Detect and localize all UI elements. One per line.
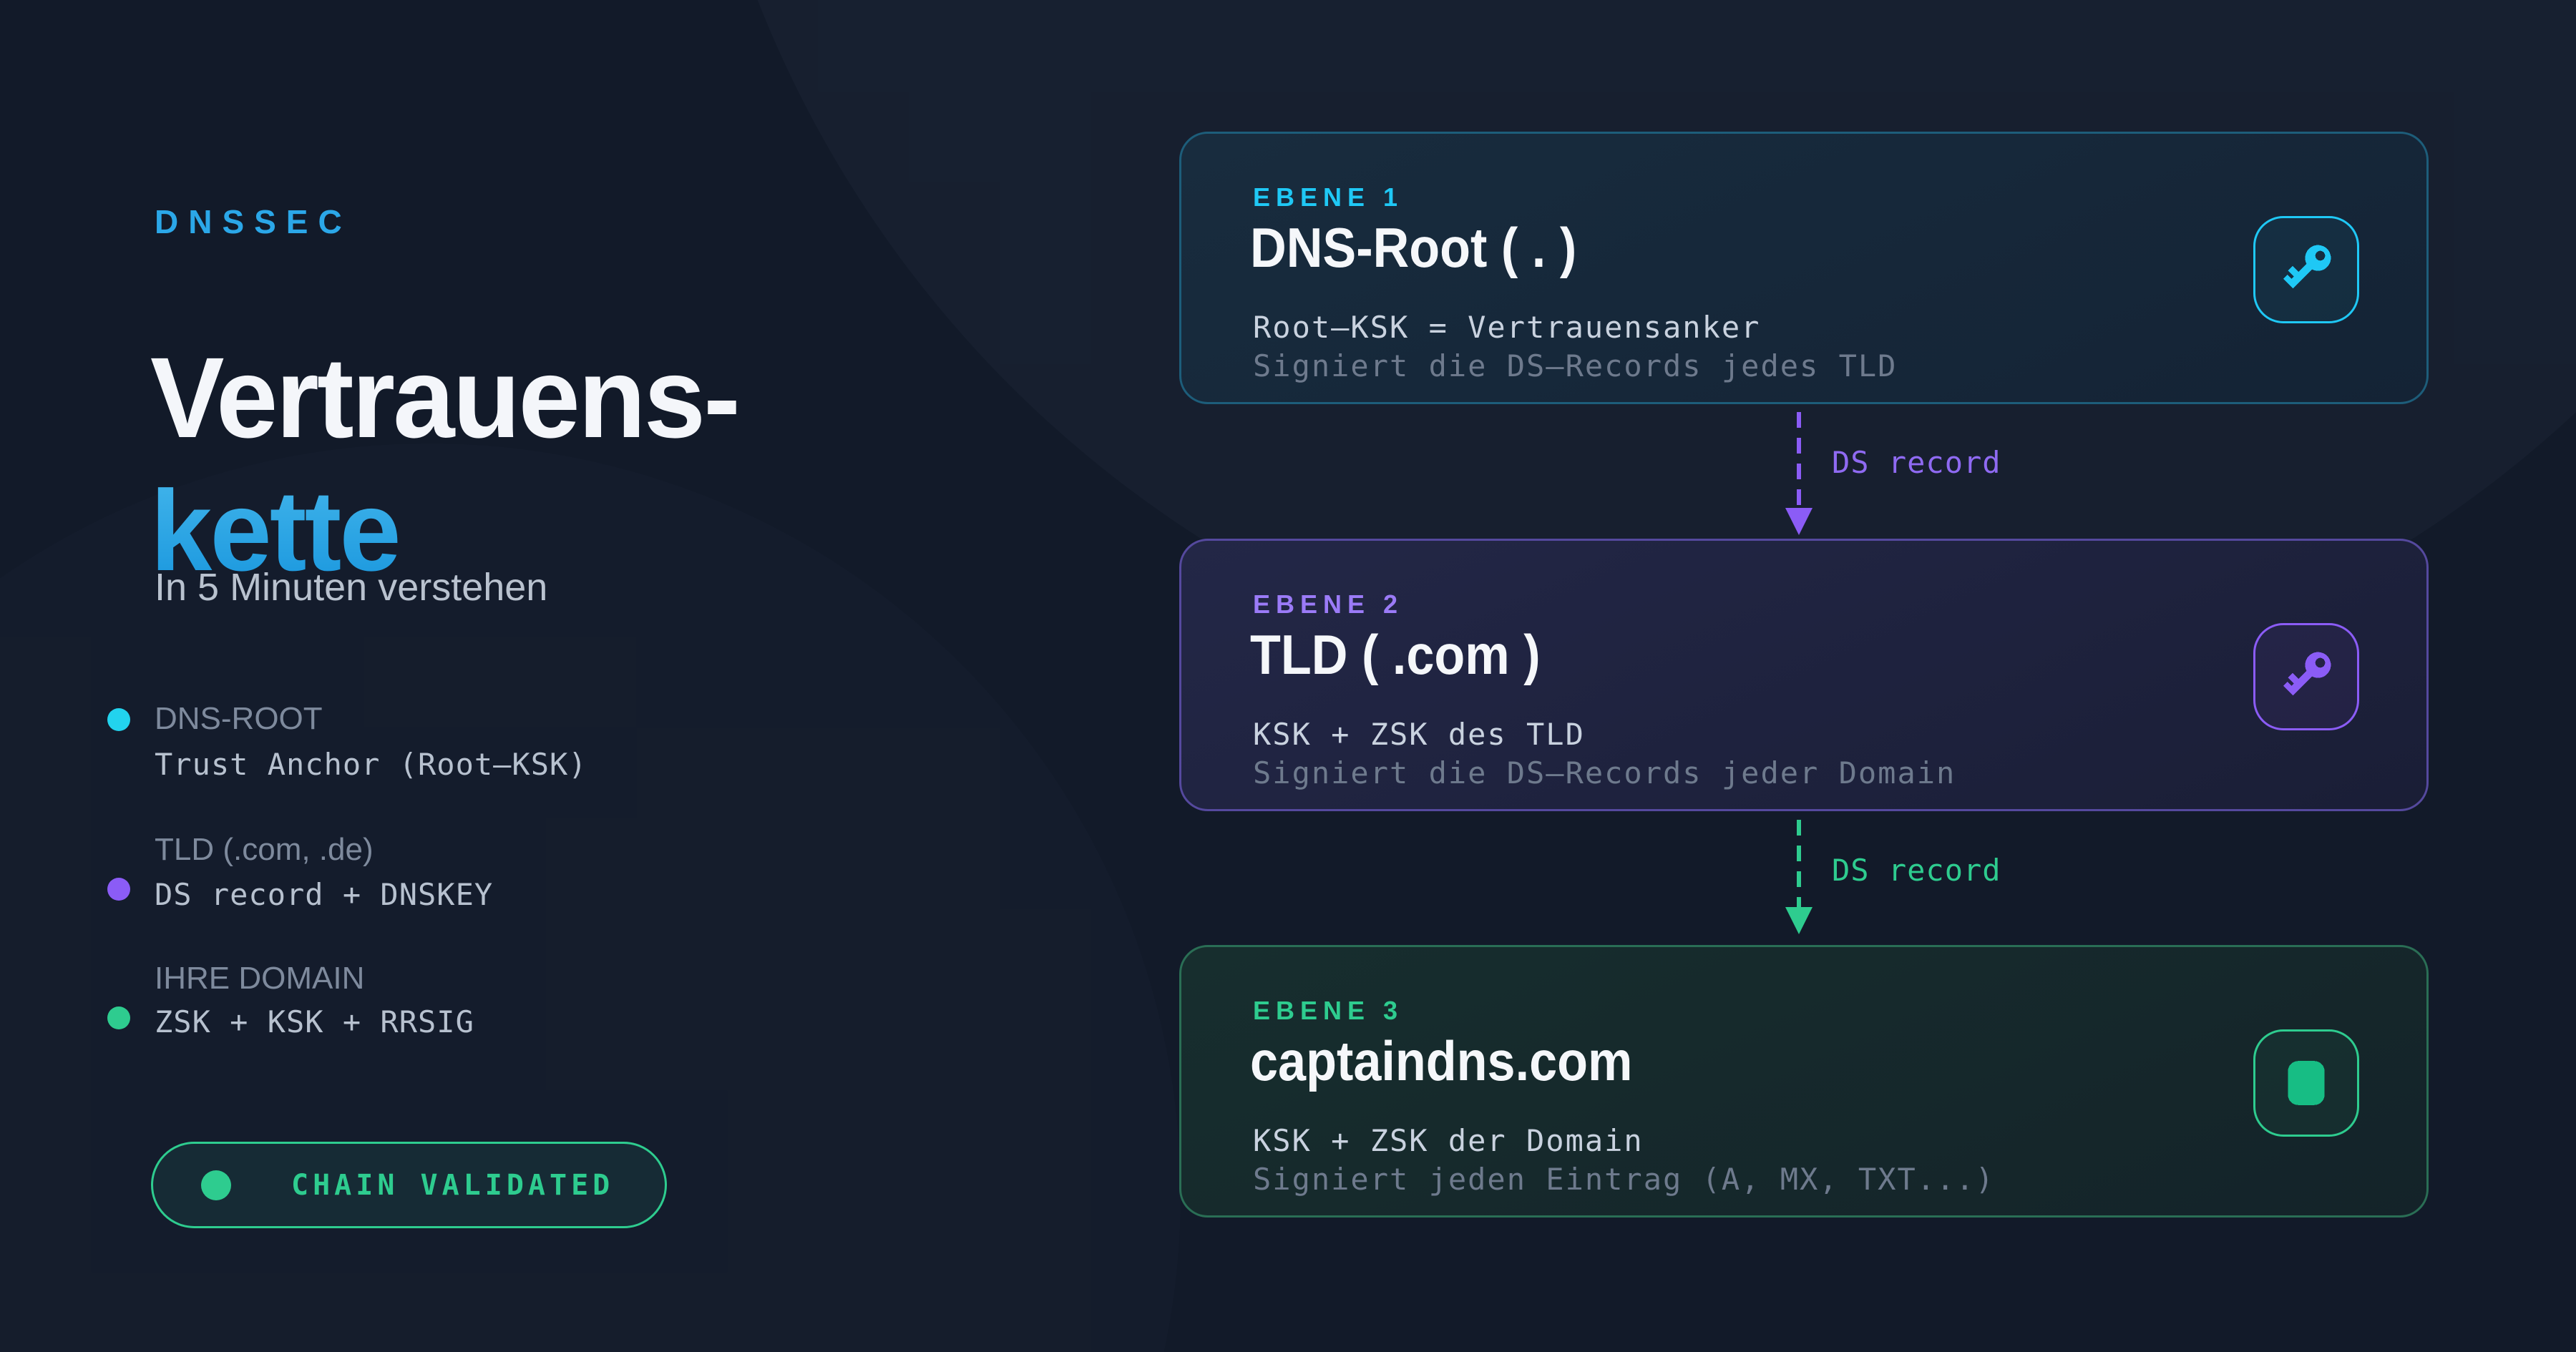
dashed-line [1797,820,1801,908]
card-title: TLD ( .com ) [1250,623,1541,686]
pixel-key-icon [2283,245,2331,289]
card-description-1: Root–KSK = Vertrauensanker [1253,310,1761,345]
page-subtitle: In 5 Minuten verstehen [155,566,548,609]
card-eyebrow: EBENE 1 [1253,182,1404,212]
key-icon-box [2253,216,2359,323]
page-title: Vertrauens- kette [150,331,741,597]
card-title: captaindns.com [1250,1029,1633,1092]
legend-label: TLD (.com, .de) [155,832,374,867]
card-description-1: KSK + ZSK des TLD [1253,717,1585,752]
status-dot-icon [201,1170,231,1200]
card-description-2: Signiert jeden Eintrag (A, MX, TXT...) [1253,1162,1995,1197]
chain-card-ebene-3: EBENE 3 captaindns.com KSK + ZSK der Dom… [1179,945,2429,1218]
connector-label: DS record [1832,853,2001,888]
legend-detail: Trust Anchor (Root–KSK) [155,747,587,782]
green-dot-icon [107,1006,130,1029]
page-title-line1: Vertrauens- [150,333,741,462]
card-eyebrow: EBENE 3 [1253,996,1404,1025]
key-icon-box [2253,623,2359,730]
card-eyebrow: EBENE 2 [1253,589,1404,619]
page-title-line2: kette [150,464,738,597]
block-icon-box [2253,1029,2359,1137]
arrow-head-icon [1785,508,1813,535]
chain-card-ebene-2: EBENE 2 TLD ( .com ) KSK + ZSK des TLD S… [1179,539,2429,811]
connector-label: DS record [1832,445,2001,480]
chain-validated-badge[interactable]: CHAIN VALIDATED [151,1142,667,1228]
legend-label: DNS-ROOT [155,701,323,736]
pixel-key-icon [2283,652,2331,696]
chain-card-ebene-1: EBENE 1 DNS-Root ( . ) Root–KSK = Vertra… [1179,132,2429,404]
legend-detail: ZSK + KSK + RRSIG [155,1004,474,1039]
arrow-head-icon [1785,907,1813,934]
brand-eyebrow: DNSSEC [155,203,352,240]
legend-label: IHRE DOMAIN [155,961,365,996]
purple-dot-icon [107,878,130,901]
card-description-2: Signiert die DS–Records jeder Domain [1253,755,1956,790]
dashed-line [1797,412,1801,509]
card-title: DNS-Root ( . ) [1250,216,1577,279]
status-badge-label: CHAIN VALIDATED [291,1168,615,1202]
pixel-block-icon [2288,1061,2325,1105]
legend-detail: DS record + DNSKEY [155,877,494,912]
cyan-dot-icon [107,708,130,731]
card-description-1: KSK + ZSK der Domain [1253,1123,1644,1158]
card-description-2: Signiert die DS–Records jedes TLD [1253,348,1898,383]
